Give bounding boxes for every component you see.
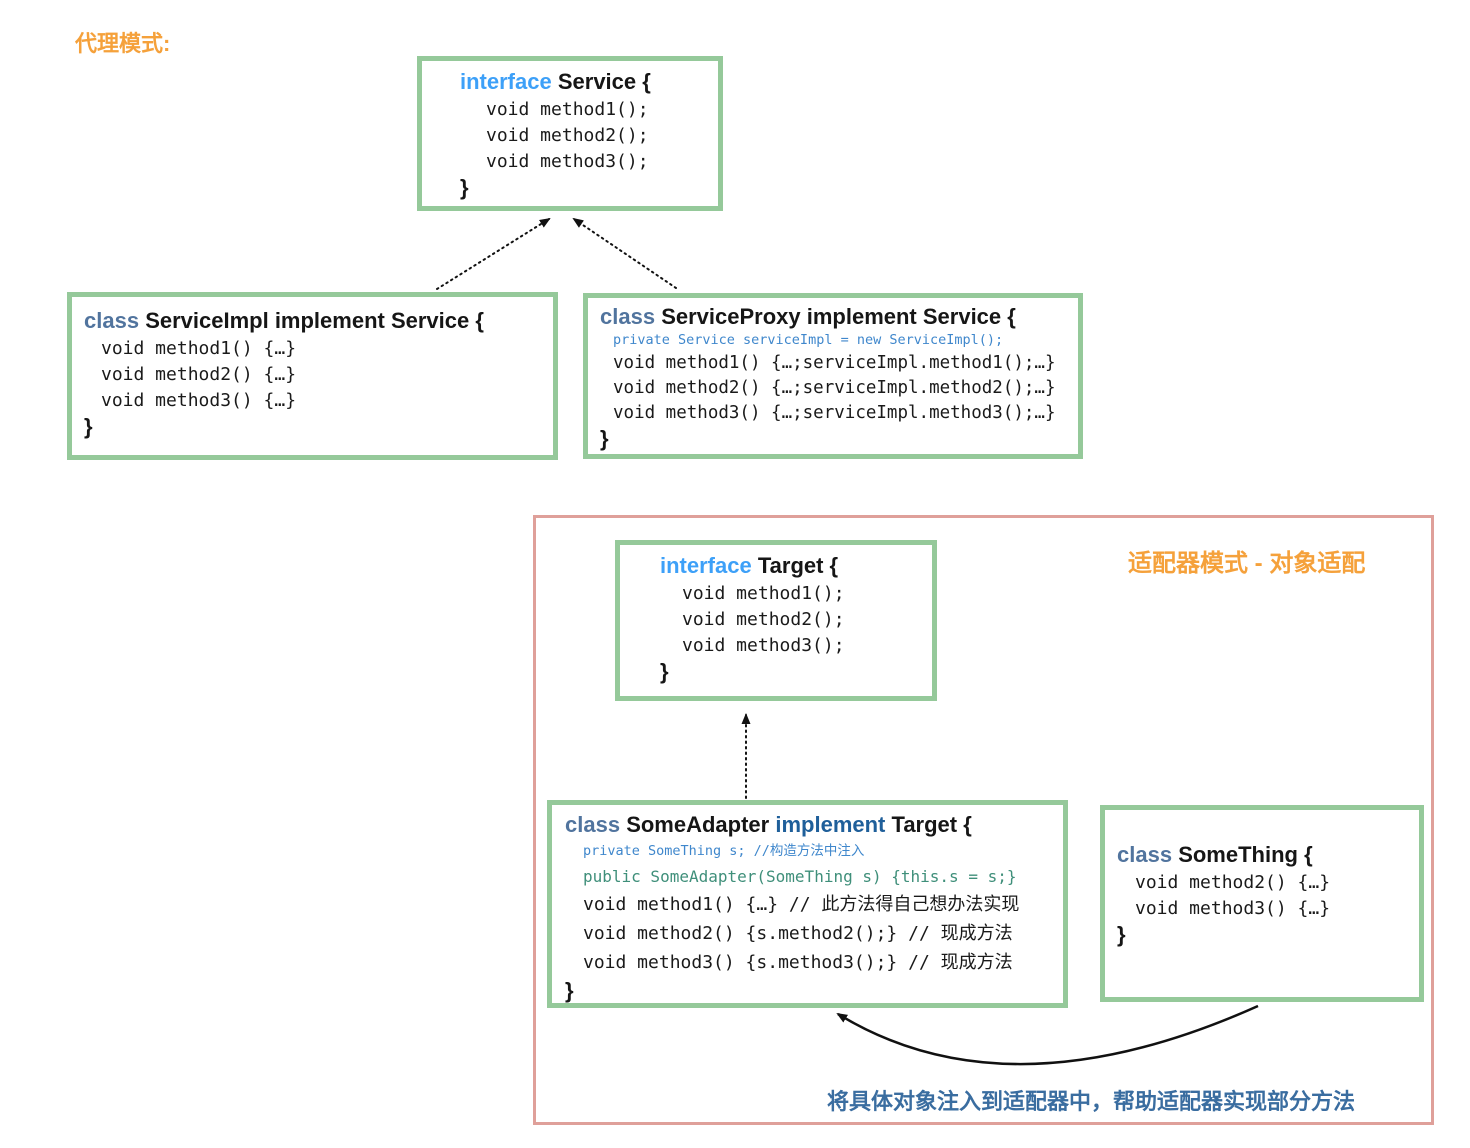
some-adapter-header: class SomeAdapter implement Target { — [565, 810, 1059, 840]
code-line: void method2() {…} — [1135, 872, 1331, 893]
service-impl-name: ServiceImpl implement Service { — [145, 308, 484, 333]
code-line: void method1() {…;serviceImpl.method1();… — [613, 353, 1056, 373]
code-line: void method3() {…} — [101, 390, 297, 411]
service-interface-header: interface Service { — [460, 67, 710, 97]
closing-brace: } — [1117, 922, 1126, 947]
some-thing-box: class SomeThing { void method2() {…} voi… — [1100, 805, 1424, 1002]
code-line: void method1() {…} — [101, 338, 297, 359]
closing-brace: } — [660, 659, 669, 684]
class-keyword: class — [84, 308, 140, 333]
proxy-pattern-label: 代理模式: — [75, 31, 171, 56]
service-proxy-name: ServiceProxy implement Service { — [661, 304, 1016, 329]
code-line: void method3(); — [486, 151, 649, 172]
code-line: void method2() {s.method2();} // 现成方法 — [583, 923, 1013, 944]
implemented-target-name: Target { — [891, 812, 972, 837]
class-keyword: class — [600, 304, 656, 329]
closing-brace: } — [565, 978, 574, 1003]
adapter-pattern-label: 适配器模式 - 对象适配 — [1128, 550, 1366, 577]
closing-brace: } — [84, 414, 93, 439]
field-declaration-line: private SomeThing s; //构造方法中注入 — [583, 843, 865, 859]
closing-brace: } — [600, 426, 609, 451]
implement-keyword: implement — [775, 812, 886, 837]
target-interface-header: interface Target { — [660, 551, 924, 581]
target-interface-name: Target { — [757, 553, 839, 578]
code-line: void method3() {…} — [1135, 898, 1331, 919]
some-adapter-box: class SomeAdapter implement Target { pri… — [547, 800, 1068, 1008]
closing-brace: } — [460, 175, 469, 200]
constructor-line: public SomeAdapter(SomeThing s) {this.s … — [583, 867, 1017, 886]
code-line: void method2(); — [682, 609, 845, 630]
interface-keyword: interface — [660, 553, 752, 578]
code-line: void method1(); — [486, 99, 649, 120]
interface-keyword: interface — [460, 69, 552, 94]
field-declaration-line: private Service serviceImpl = new Servic… — [613, 332, 1004, 348]
injection-caption: 将具体对象注入到适配器中，帮助适配器实现部分方法 — [827, 1089, 1356, 1114]
target-interface-box: interface Target { void method1(); void … — [615, 540, 937, 701]
some-thing-header: class SomeThing { — [1117, 840, 1411, 870]
service-impl-box: class ServiceImpl implement Service { vo… — [67, 292, 558, 460]
class-keyword: class — [1117, 842, 1173, 867]
service-proxy-box: class ServiceProxy implement Service { p… — [583, 293, 1083, 459]
service-interface-box: interface Service { void method1(); void… — [417, 56, 723, 211]
class-keyword: class — [565, 812, 621, 837]
code-line: void method3() {s.method3();} // 现成方法 — [583, 952, 1013, 973]
code-line: void method3(); — [682, 635, 845, 656]
service-impl-header: class ServiceImpl implement Service { — [84, 306, 545, 336]
code-line: void method2() {…;serviceImpl.method2();… — [613, 378, 1056, 398]
service-interface-name: Service { — [557, 69, 651, 94]
code-line: void method1(); — [682, 583, 845, 604]
code-line: void method1() {…} // 此方法得自己想办法实现 — [583, 894, 1020, 915]
implements-arrow-serviceimpl — [436, 217, 551, 290]
some-adapter-name: SomeAdapter — [626, 812, 770, 837]
service-proxy-header: class ServiceProxy implement Service { — [600, 303, 1074, 330]
code-line: void method2(); — [486, 125, 649, 146]
code-line: void method3() {…;serviceImpl.method3();… — [613, 403, 1056, 423]
implements-arrow-serviceproxy — [572, 217, 677, 289]
some-thing-name: SomeThing { — [1178, 842, 1313, 867]
code-line: void method2() {…} — [101, 364, 297, 385]
